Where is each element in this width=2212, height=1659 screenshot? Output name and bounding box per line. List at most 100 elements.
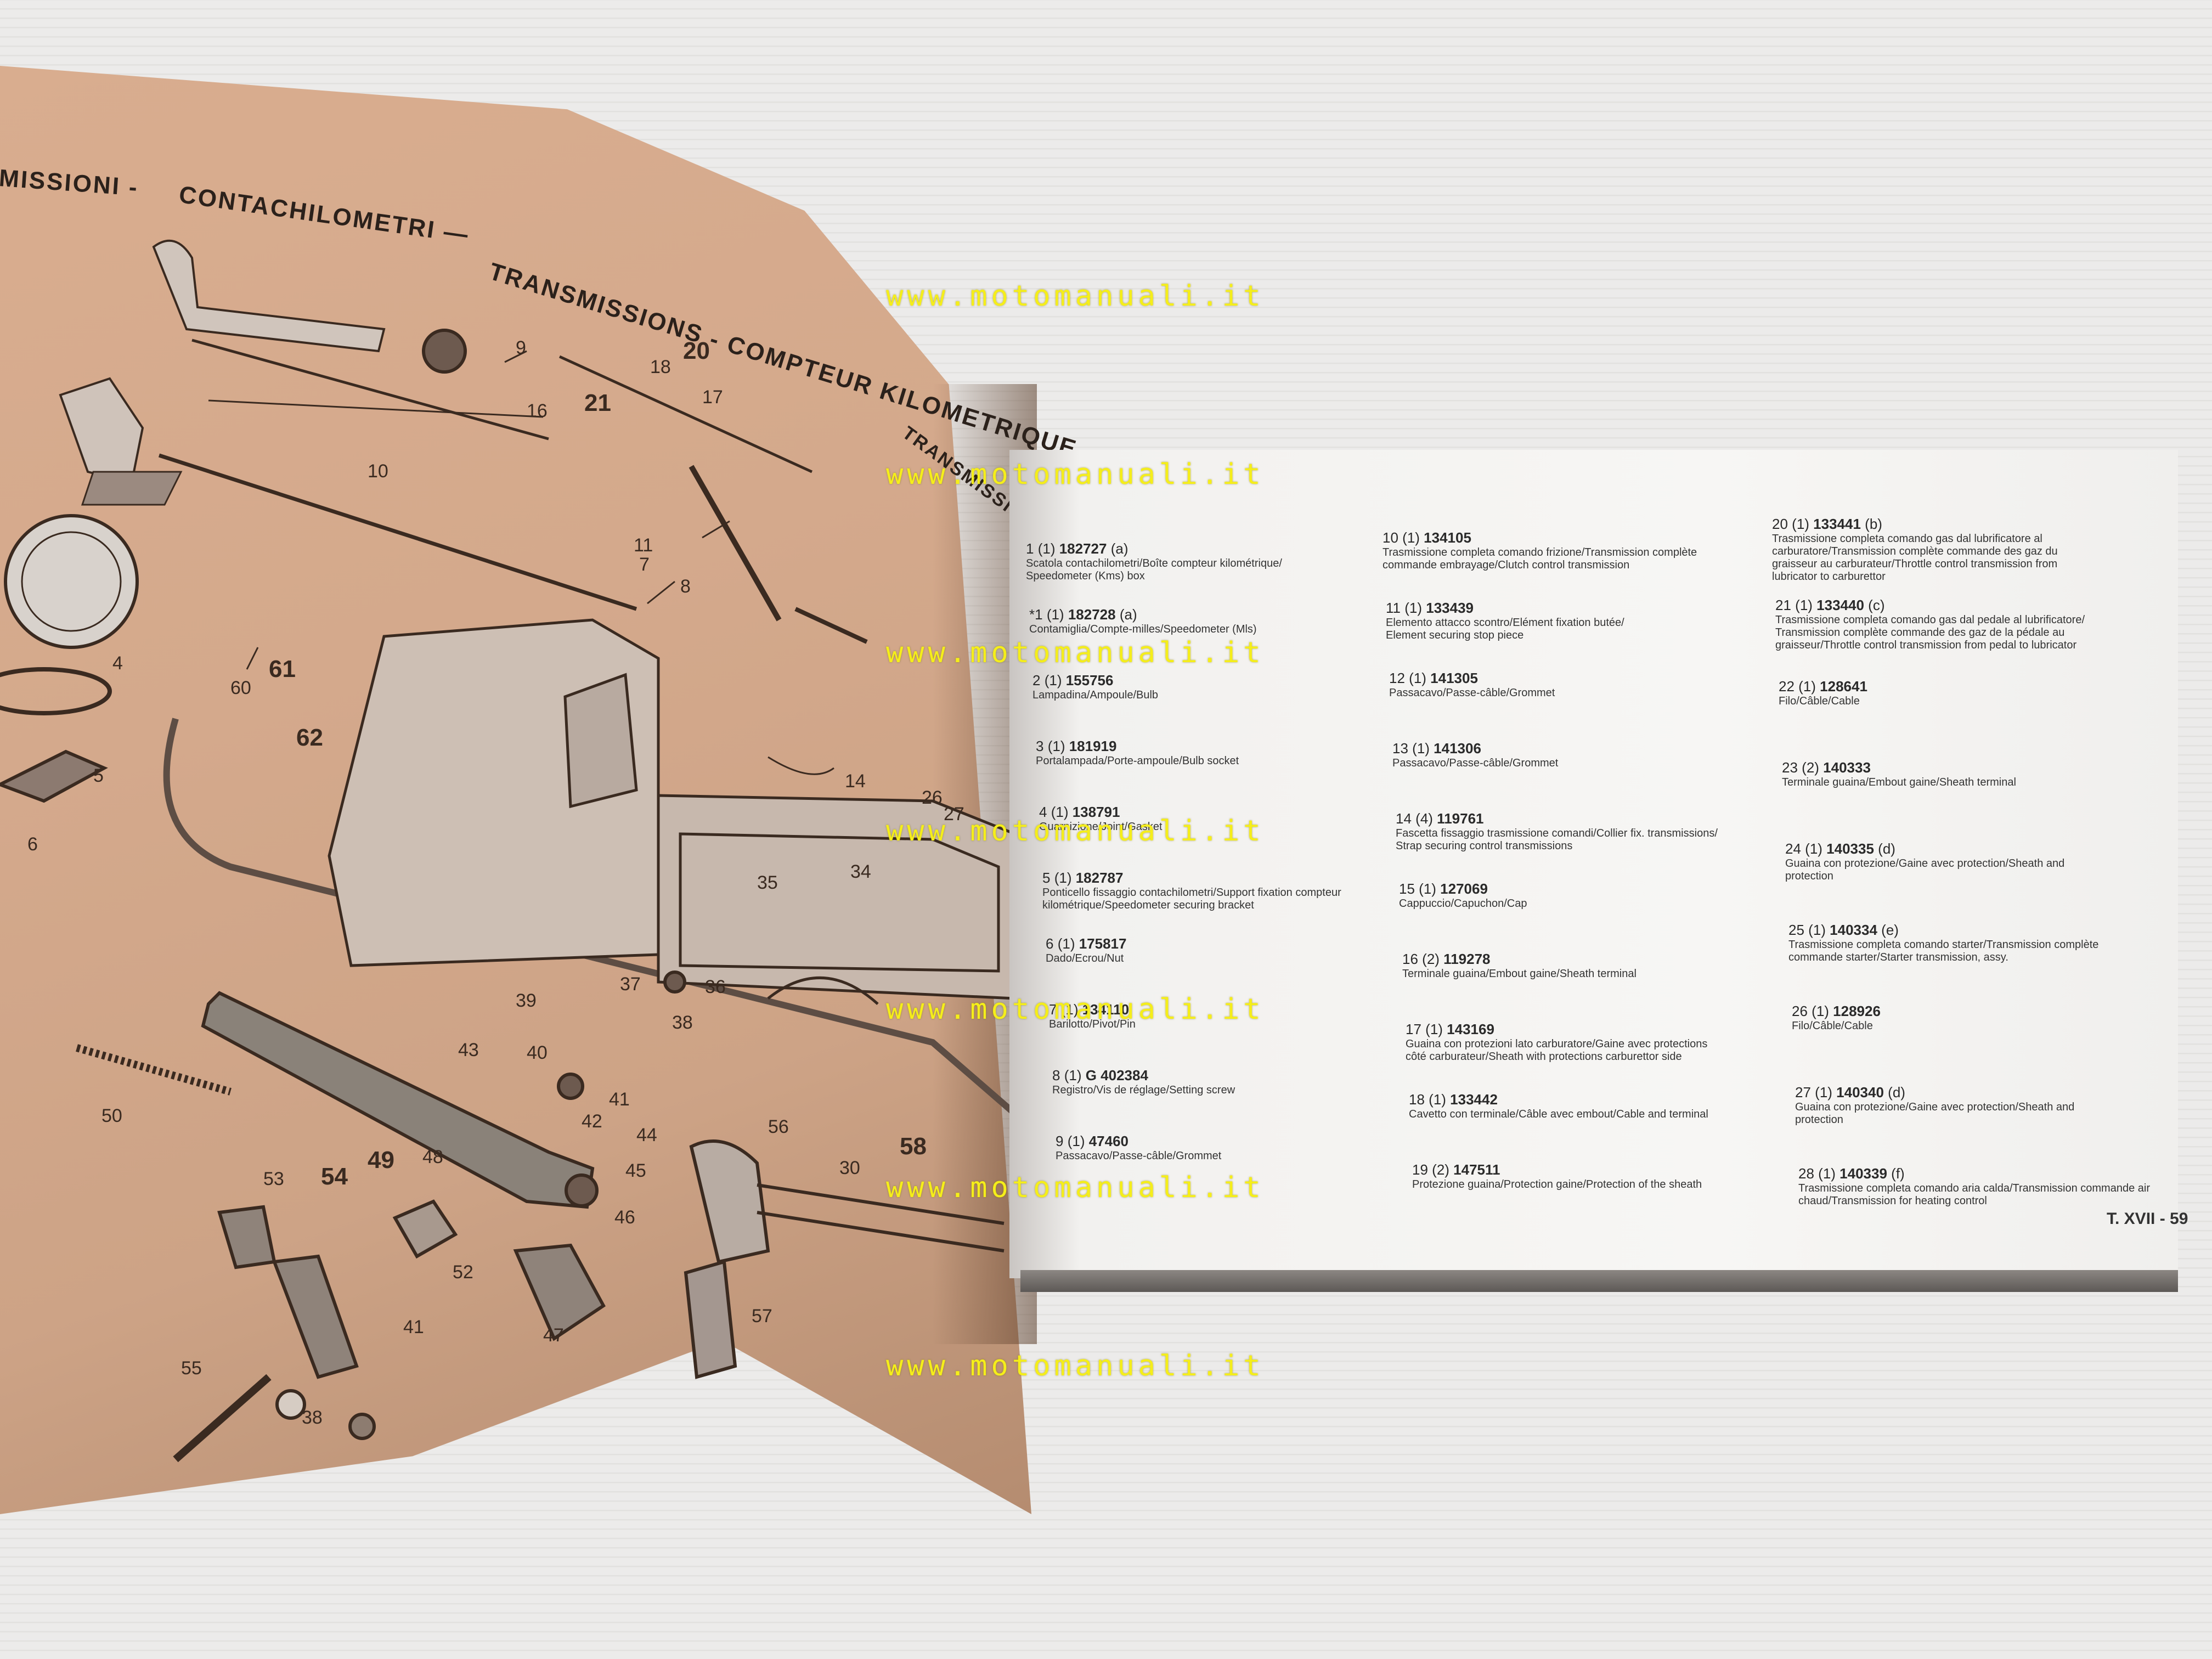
bracket-drawing xyxy=(0,749,108,803)
part-entry: 5 (1) 182787 Ponticello fissaggio contac… xyxy=(1042,870,1341,912)
lever-arm xyxy=(689,465,782,622)
watermark-1: www.motomanuali.it xyxy=(886,280,1265,313)
callout-35: 35 xyxy=(757,872,778,893)
part-ref: 22 xyxy=(1779,678,1795,695)
part-ref: 7 xyxy=(1049,1001,1057,1018)
part-qty: (1) xyxy=(1054,870,1072,886)
watermark-3: www.motomanuali.it xyxy=(886,636,1265,669)
part-code: 182787 xyxy=(1075,870,1124,886)
part-note: (e) xyxy=(1881,922,1899,938)
part-description: Guaina con protezioni lato carburatore/G… xyxy=(1406,1038,1708,1063)
part-entry: 26 (1) 128926 Filo/Câble/Cable xyxy=(1792,1003,1881,1032)
grommet-drawing xyxy=(422,329,467,374)
part-header: 19 (2) 147511 xyxy=(1412,1161,1702,1178)
part-code: 47460 xyxy=(1088,1133,1129,1149)
part-entry: *1 (1) 182728 (a)Contamiglia/Compte-mill… xyxy=(1029,606,1257,636)
part-ref: 24 xyxy=(1785,840,1801,857)
part-description: Elemento attacco scontro/Elément fixatio… xyxy=(1386,617,1624,641)
part-qty: (2) xyxy=(1432,1161,1449,1178)
part-header: 23 (2) 140333 xyxy=(1782,759,2016,776)
part-code: G 402384 xyxy=(1085,1067,1148,1084)
spring-drawing xyxy=(76,1044,232,1096)
part-code: 140335 xyxy=(1826,840,1874,857)
part-code: 140340 xyxy=(1836,1084,1884,1101)
callout-41a: 41 xyxy=(609,1089,630,1110)
part-code: 182728 xyxy=(1068,606,1116,623)
part-description: Passacavo/Passe-câble/Grommet xyxy=(1392,757,1559,769)
part-qty: (1) xyxy=(1044,672,1062,689)
part-entry: 11 (1) 133439 Elemento attacco scontro/E… xyxy=(1386,600,1624,642)
part-header: 7 (1) 134110 xyxy=(1049,1001,1136,1018)
bolt-55 xyxy=(173,1374,272,1463)
part-qty: (1) xyxy=(1057,935,1075,952)
cable-16 xyxy=(191,338,549,441)
part-ref: 12 xyxy=(1389,670,1405,686)
part-ref: 5 xyxy=(1042,870,1051,886)
part-qty: (1) xyxy=(1402,529,1420,546)
part-code: 140333 xyxy=(1823,759,1871,776)
part-qty: (1) xyxy=(1808,922,1826,938)
part-qty: (1) xyxy=(1812,1003,1829,1019)
part-ref: 1 xyxy=(1026,540,1034,557)
part-description: Filo/Câble/Cable xyxy=(1779,695,1860,707)
part-code: 119761 xyxy=(1437,810,1484,827)
callout-49: 49 xyxy=(368,1147,394,1173)
part-note: (d) xyxy=(1878,840,1895,857)
part-code: 140339 xyxy=(1839,1165,1887,1182)
part-code: 133441 xyxy=(1813,516,1861,532)
callout-60: 60 xyxy=(230,678,251,698)
part-ref: 15 xyxy=(1399,881,1415,897)
part-description: Ponticello fissaggio contachilometri/Sup… xyxy=(1042,887,1341,911)
callout-5: 5 xyxy=(93,765,104,786)
part-description: Passacavo/Passe-câble/Grommet xyxy=(1389,687,1555,699)
callout-45: 45 xyxy=(625,1160,646,1181)
part-description: Dado/Ecrou/Nut xyxy=(1046,952,1124,964)
callout-58: 58 xyxy=(900,1133,927,1160)
callout-16: 16 xyxy=(527,400,548,421)
callout-52: 52 xyxy=(453,1262,473,1283)
part-qty: (1) xyxy=(1037,540,1056,557)
part-description: Cavetto con terminale/Câble avec embout/… xyxy=(1409,1108,1708,1120)
part-ref: 10 xyxy=(1383,529,1398,546)
part-note: (f) xyxy=(1891,1165,1905,1182)
part-ref: 13 xyxy=(1392,740,1408,757)
part-header: 28 (1) 140339 (f) xyxy=(1798,1165,2150,1182)
part-qty: (1) xyxy=(1067,1133,1085,1149)
part-header: 21 (1) 133440 (c) xyxy=(1775,597,2085,614)
part-header: 13 (1) 141306 xyxy=(1392,740,1558,757)
part-ref: 9 xyxy=(1056,1133,1064,1149)
part-description: Guarnizione/Joint/Gasket xyxy=(1039,821,1163,833)
part-header: 24 (1) 140335 (d) xyxy=(1785,840,2064,857)
callout-14: 14 xyxy=(845,771,866,792)
callout-30: 30 xyxy=(839,1158,860,1178)
part-entry: 17 (1) 143169 Guaina con protezioni lato… xyxy=(1406,1021,1707,1063)
part-note: (b) xyxy=(1865,516,1882,532)
speedometer-drawing xyxy=(4,514,139,649)
part-ref: 18 xyxy=(1409,1091,1425,1108)
part-description: Trasmissione completa comando frizione/T… xyxy=(1383,546,1697,571)
part-ref: 8 xyxy=(1052,1067,1060,1084)
part-entry: 10 (1) 134105 Trasmissione completa coma… xyxy=(1383,529,1697,572)
part-header: 9 (1) 47460 xyxy=(1056,1133,1221,1150)
watermark-6: www.motomanuali.it xyxy=(886,1171,1265,1204)
part-entry: 3 (1) 181919 Portalampada/Porte-ampoule/… xyxy=(1036,738,1239,768)
part-ref: 23 xyxy=(1782,759,1798,776)
part-header: 26 (1) 128926 xyxy=(1792,1003,1881,1020)
part-qty: (1) xyxy=(1060,1001,1079,1018)
part-header: 2 (1) 155756 xyxy=(1032,672,1158,689)
part-entry: 21 (1) 133440 (c)Trasmissione completa c… xyxy=(1775,597,2085,652)
part-header: 12 (1) 141305 xyxy=(1389,670,1555,687)
callout-34: 34 xyxy=(850,861,871,882)
part-code: 143169 xyxy=(1447,1021,1494,1037)
part-header: *1 (1) 182728 (a) xyxy=(1029,606,1257,623)
cable-10 xyxy=(158,453,637,611)
part-qty: (1) xyxy=(1429,1091,1446,1108)
callout-17: 17 xyxy=(702,387,723,408)
part-header: 15 (1) 127069 xyxy=(1399,881,1527,898)
part-code: 133439 xyxy=(1426,600,1474,616)
part-header: 6 (1) 175817 xyxy=(1046,935,1126,952)
part-description: Barilotto/Pivot/Pin xyxy=(1049,1018,1136,1030)
part-code: 155756 xyxy=(1065,672,1114,689)
part-description: Terminale guaina/Embout gaine/Sheath ter… xyxy=(1402,968,1637,980)
